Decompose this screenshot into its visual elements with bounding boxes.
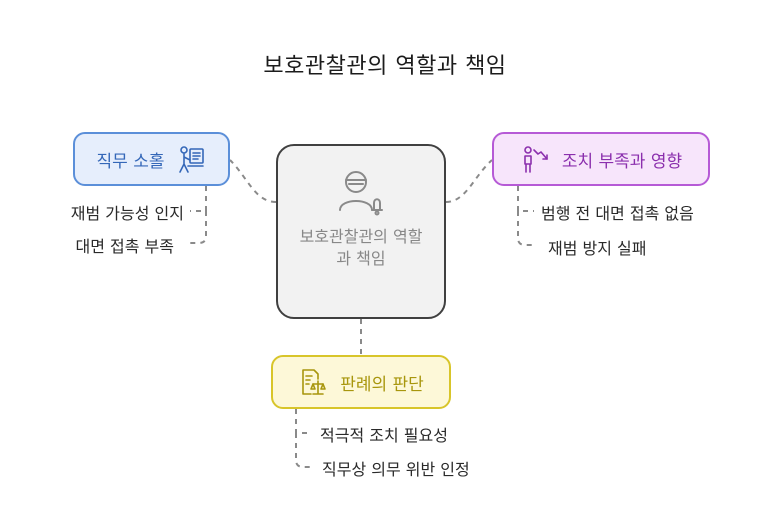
link-bottom-sub-1 [295,409,312,434]
node-job-neglect: 직무 소홀 [73,132,230,186]
link-right-sub-2 [517,211,536,246]
link-bottom-sub-2 [295,433,314,468]
link-left-sub-2 [188,211,207,244]
link-right-sub-1 [517,186,534,212]
decline-person-icon [520,144,550,174]
center-label: 보호관찰관의 역할과 책임 [299,227,423,268]
node-court-ruling: 판례의 판단 [271,355,451,409]
right-sub-item-1: 범행 전 대면 접촉 없음 [541,204,694,223]
legal-scale-icon [298,367,328,397]
officer-icon [336,168,386,218]
center-node: 보호관찰관의 역할과 책임 [276,144,446,319]
link-center-left [229,159,277,203]
link-center-right [445,159,493,203]
node-insufficient-action: 조치 부족과 영향 [492,132,710,186]
node-court-ruling-label: 판례의 판단 [340,374,424,395]
node-insufficient-action-label: 조치 부족과 영향 [561,151,683,172]
bottom-sub-item-1: 적극적 조치 필요성 [320,426,448,445]
diagram-title: 보호관찰관의 역할과 책임 [263,54,507,79]
left-sub-item-2: 대면 접촉 부족 [75,237,175,256]
bottom-sub-item-2: 직무상 의무 위반 인정 [322,460,470,479]
node-job-neglect-label: 직무 소홀 [96,151,165,172]
link-left-sub-1 [190,186,207,212]
left-sub-item-1: 재범 가능성 인지 [70,204,184,223]
paperwork-icon [176,144,206,174]
right-sub-item-2: 재범 방지 실패 [548,239,647,258]
